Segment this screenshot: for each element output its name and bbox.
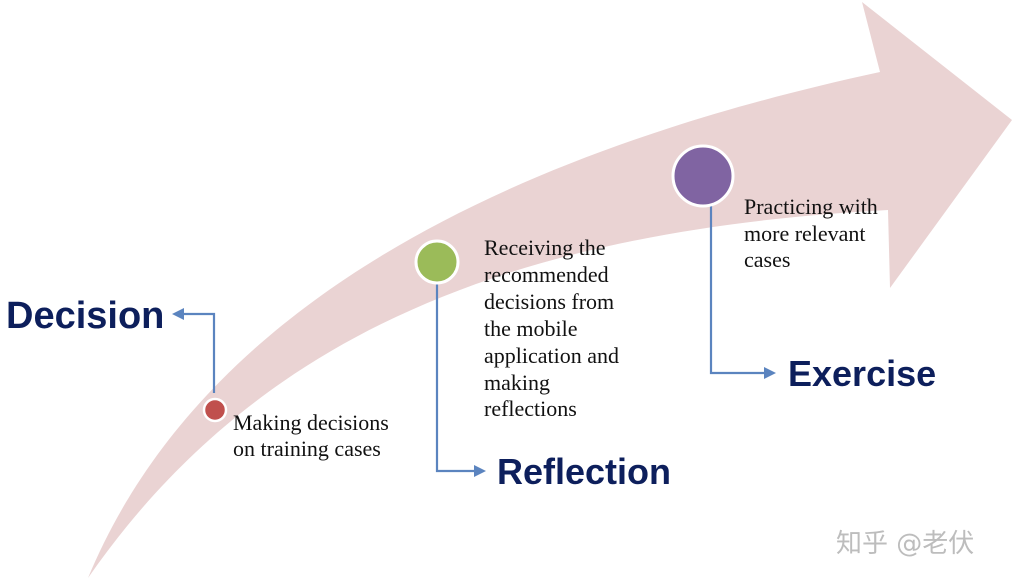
watermark: 知乎 @老伏 (836, 529, 974, 559)
exercise-connector (709, 202, 765, 375)
reflection-connector (435, 282, 475, 473)
exercise-dot (671, 144, 735, 208)
exercise-title: Exercise (788, 353, 936, 394)
reflection-description: Receiving the recommended decisions from… (484, 235, 625, 421)
progress-arrow (88, 2, 1012, 578)
reflection-title: Reflection (497, 451, 671, 492)
decision-connector (182, 312, 216, 393)
decision-dot (202, 397, 228, 423)
decision-arrowhead-icon (172, 308, 184, 320)
exercise-description: Practicing with more relevant cases (744, 194, 883, 272)
decision-title: Decision (6, 295, 164, 337)
reflection-dot (414, 239, 460, 285)
decision-description: Making decisions on training cases (233, 410, 394, 461)
exercise-arrowhead-icon (764, 367, 776, 379)
reflection-arrowhead-icon (474, 465, 486, 477)
